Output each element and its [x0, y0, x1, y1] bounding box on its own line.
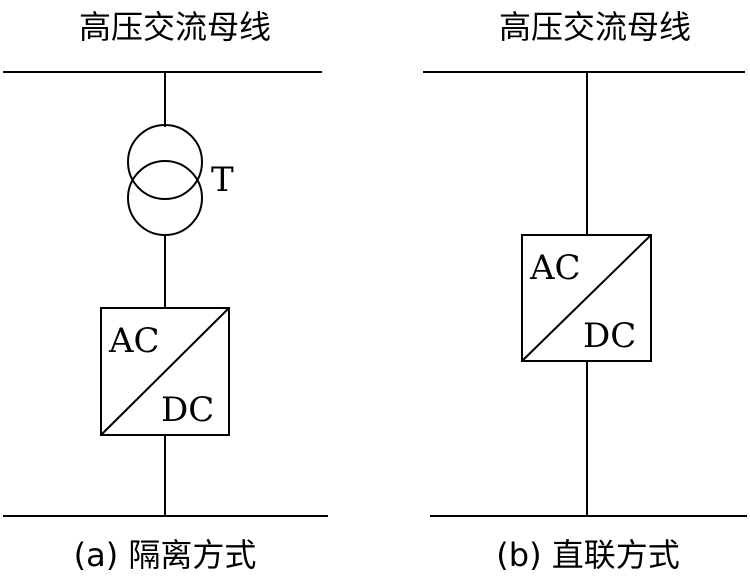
- direct-connection-diagram: 高压交流母线 AC DC (b) 直联方式: [423, 8, 747, 574]
- right-ac-dc-converter: AC DC: [521, 234, 652, 362]
- left-bus-label: 高压交流母线: [79, 8, 271, 46]
- right-converter-ac-label: AC: [529, 248, 581, 288]
- transformer-label: T: [211, 160, 234, 200]
- transformer-primary-winding: [127, 124, 203, 200]
- left-converter-diagonal: [100, 307, 230, 436]
- left-ac-dc-converter: AC DC: [100, 307, 230, 436]
- right-caption: (b) 直联方式: [496, 536, 679, 574]
- right-converter-dc-label: DC: [583, 316, 636, 356]
- right-bus-label: 高压交流母线: [499, 8, 691, 46]
- right-converter-diagonal: [521, 234, 652, 362]
- left-caption: (a) 隔离方式: [74, 536, 257, 574]
- isolated-connection-diagram: 高压交流母线 T AC DC (a) 隔离方式: [3, 8, 328, 574]
- left-converter-ac-label: AC: [108, 321, 160, 361]
- left-converter-dc-label: DC: [161, 390, 214, 430]
- transformer-symbol: [127, 124, 203, 236]
